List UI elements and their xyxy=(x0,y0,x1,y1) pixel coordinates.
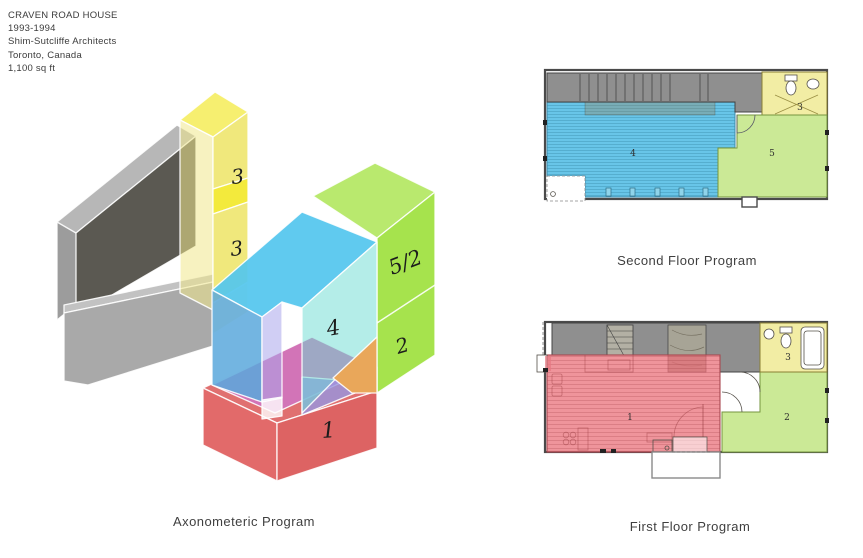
sf-open-below-area xyxy=(546,175,586,202)
ff-toilet-icon xyxy=(780,333,792,349)
ff-label-1: 1 xyxy=(627,413,633,423)
ff-vestibule-arc-1 xyxy=(721,391,743,413)
ff-post-marker xyxy=(664,445,670,451)
blue-stair-slot-face xyxy=(261,301,283,403)
axonometric-diagram: 3 3 5/2 4 2 1 xyxy=(56,91,436,482)
ff-porch-outline xyxy=(651,451,721,479)
first-floor-plan: 1 2 3 xyxy=(536,320,829,479)
sf-sink-icon xyxy=(806,78,820,90)
sf-deck-posts xyxy=(605,187,709,197)
ff-bay-red xyxy=(545,356,551,371)
ff-window-ticks xyxy=(543,368,829,453)
sf-label-4: 4 xyxy=(630,149,636,159)
sf-entry-protrusion xyxy=(741,196,758,208)
ff-bathroom-3 xyxy=(759,322,828,373)
ff-door-landing xyxy=(672,436,708,453)
ff-sink-icon xyxy=(763,328,775,340)
ff-label-3: 3 xyxy=(785,353,791,363)
project-title: CRAVEN ROAD HOUSE xyxy=(8,10,118,21)
axon-label-2: 2 xyxy=(392,332,412,359)
axon-volume-blue xyxy=(211,211,378,414)
green-floor-divide-line xyxy=(376,284,436,324)
project-architect: Shim-Sutcliffe Architects xyxy=(8,36,117,48)
axon-label-1: 1 xyxy=(321,418,337,444)
axon-volume-gray-context xyxy=(56,124,214,386)
ff-toilet-tank xyxy=(779,326,793,334)
yellow-left-face xyxy=(179,119,214,311)
sf-shower-line-2 xyxy=(774,94,819,115)
sf-window-ticks xyxy=(543,120,829,171)
axon-label-3-lower: 3 xyxy=(229,236,244,261)
sf-room-5-region xyxy=(717,114,828,198)
ff-label-2: 2 xyxy=(784,413,790,423)
sf-wood-floor-strip xyxy=(584,101,716,116)
second-floor-caption: Second Floor Program xyxy=(617,253,757,268)
sf-dashed-region xyxy=(546,175,586,202)
ff-room-1-region xyxy=(546,354,721,453)
project-info-block: CRAVEN ROAD HOUSE 1993-1994 Shim-Sutclif… xyxy=(8,9,118,75)
second-floor-plan: 4 5 3 xyxy=(543,68,829,208)
sf-bathroom-3 xyxy=(761,71,828,116)
project-years: 1993-1994 xyxy=(8,23,56,35)
orange-overlap-face xyxy=(332,336,378,394)
red-right-face xyxy=(276,390,378,482)
ff-vestibule-arc-2 xyxy=(739,371,761,393)
sf-toilet-tank xyxy=(784,74,798,82)
sf-label-3: 3 xyxy=(797,103,803,113)
sf-stair-treads xyxy=(579,74,709,101)
sf-bedroom-5 xyxy=(717,114,828,198)
axon-caption: Axonometeric Program xyxy=(173,514,315,529)
ff-tub-icon xyxy=(800,326,825,370)
ff-porch xyxy=(651,451,721,479)
sf-door-arc xyxy=(736,114,756,134)
white-step-face xyxy=(261,396,283,420)
first-floor-caption: First Floor Program xyxy=(629,519,751,534)
axon-label-4: 4 xyxy=(324,315,342,341)
sf-post-marker xyxy=(550,191,556,197)
project-location: Toronto, Canada xyxy=(8,49,82,61)
sf-label-5: 5 xyxy=(769,149,775,159)
sf-toilet-icon xyxy=(785,80,797,96)
project-area: 1,100 sq ft xyxy=(8,62,56,74)
axon-label-3-upper: 3 xyxy=(230,164,245,189)
axon-volume-green xyxy=(312,162,436,394)
